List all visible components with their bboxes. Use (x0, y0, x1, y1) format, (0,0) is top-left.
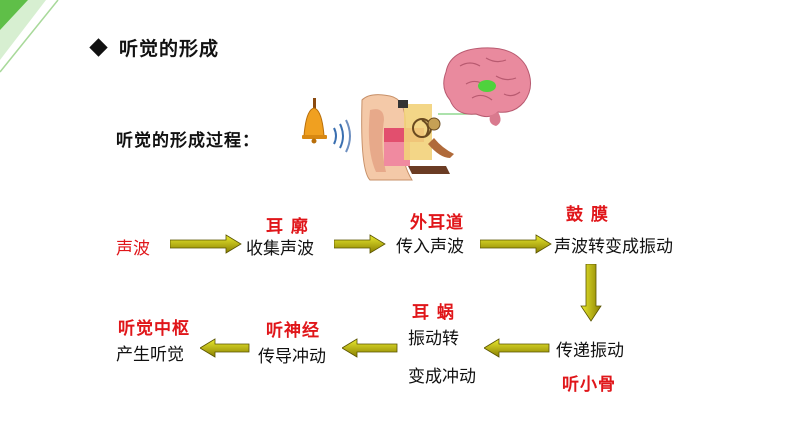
bell-icon (302, 98, 327, 144)
action-produce-hearing: 产生听觉 (116, 345, 184, 365)
sound-wave-start: 声波 (116, 239, 150, 259)
action-vibration-to-impulse-2: 变成冲动 (408, 367, 476, 387)
action-collect-sound: 收集声波 (246, 239, 314, 259)
organ-eardrum: 鼓 膜 (566, 205, 609, 225)
organ-ossicles: 听小骨 (562, 375, 616, 395)
title-row: 听觉的形成 (89, 34, 220, 61)
action-sound-to-vibration: 声波转变成振动 (554, 237, 673, 257)
page-title: 听觉的形成 (119, 38, 220, 60)
action-conduct-impulse: 传导冲动 (258, 347, 326, 367)
action-vibration-to-impulse-1: 振动转 (408, 329, 459, 349)
diamond-bullet-icon (89, 38, 108, 57)
arrow-canal-to-eardrum (480, 234, 552, 254)
organ-cochlea: 耳 蜗 (412, 303, 455, 323)
arrow-wave-to-pinna (170, 234, 242, 254)
process-subtitle: 听觉的形成过程： (116, 131, 260, 151)
arrow-eardrum-down (580, 264, 602, 322)
action-transmit-vibration: 传递振动 (556, 341, 624, 361)
ear-icon (361, 94, 454, 181)
arrow-nerve-to-center (200, 338, 250, 358)
action-transmit-sound: 传入声波 (396, 237, 464, 257)
organ-pinna: 耳 廓 (266, 217, 309, 237)
organ-auditory-nerve: 听神经 (266, 321, 320, 341)
hearing-illustration (302, 47, 531, 181)
organ-auditory-center: 听觉中枢 (118, 319, 190, 339)
corner-decoration (0, 0, 59, 73)
arrow-pinna-to-canal (334, 234, 386, 254)
sound-wave-icon (333, 119, 351, 153)
arrow-ossicles-to-cochlea (484, 338, 550, 358)
brain-icon (443, 47, 531, 126)
organ-ear-canal: 外耳道 (410, 213, 464, 233)
arrow-cochlea-to-nerve (342, 338, 398, 358)
